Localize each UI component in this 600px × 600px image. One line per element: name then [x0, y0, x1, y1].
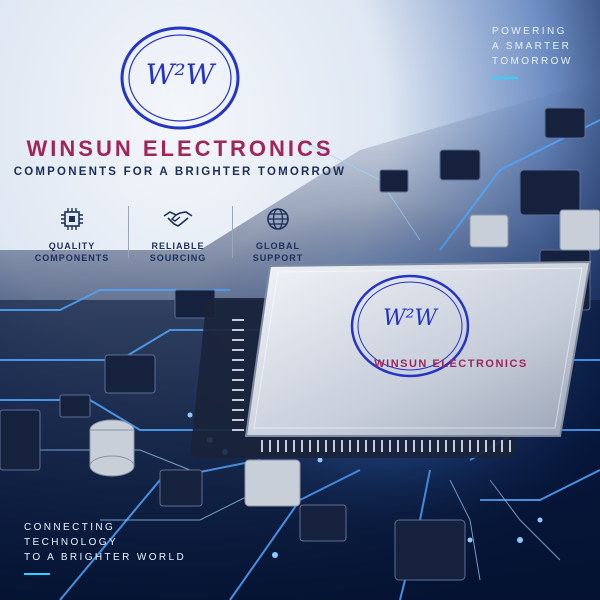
feature-divider — [128, 206, 129, 258]
winsun-logo — [120, 26, 240, 130]
feature-sourcing-label: RELIABLE SOURCING — [149, 241, 207, 263]
feature-quality-label: QUALITY COMPONENTS — [34, 241, 110, 263]
main-processor-chip — [190, 260, 592, 458]
handshake-icon — [163, 211, 193, 227]
top-right-slogan: POWERING A SMARTER TOMORROW — [492, 24, 592, 79]
chip-brand-label: WINSUN ELECTRONICS — [374, 358, 528, 370]
feature-support-label: GLOBAL SUPPORT — [252, 241, 304, 263]
slogan-line: TO A BRIGHTER WORLD — [24, 552, 187, 563]
feature-sourcing: RELIABLE SOURCING — [128, 206, 228, 264]
feature-support: GLOBAL SUPPORT — [228, 206, 328, 264]
slogan-line: POWERING — [492, 26, 567, 37]
slogan-line: A SMARTER — [492, 41, 572, 52]
chip-logo-monogram: W²W — [382, 306, 438, 331]
globe-icon — [267, 208, 289, 230]
chip-icon — [61, 208, 83, 230]
bottom-left-slogan: CONNECTING TECHNOLOGY TO A BRIGHTER WORL… — [24, 520, 244, 575]
accent-bar — [24, 573, 50, 575]
feature-divider — [232, 206, 233, 258]
slogan-line: CONNECTING — [24, 522, 116, 533]
brand-tagline: COMPONENTS FOR A BRIGHTER TOMORROW — [13, 166, 347, 178]
logo-monogram: W²W — [145, 58, 215, 91]
slogan-line: TECHNOLOGY — [24, 537, 119, 548]
feature-quality: QUALITY COMPONENTS — [22, 206, 122, 264]
brand-name: WINSUN ELECTRONICS — [26, 136, 334, 161]
slogan-line: TOMORROW — [492, 56, 573, 67]
accent-bar — [492, 77, 518, 79]
